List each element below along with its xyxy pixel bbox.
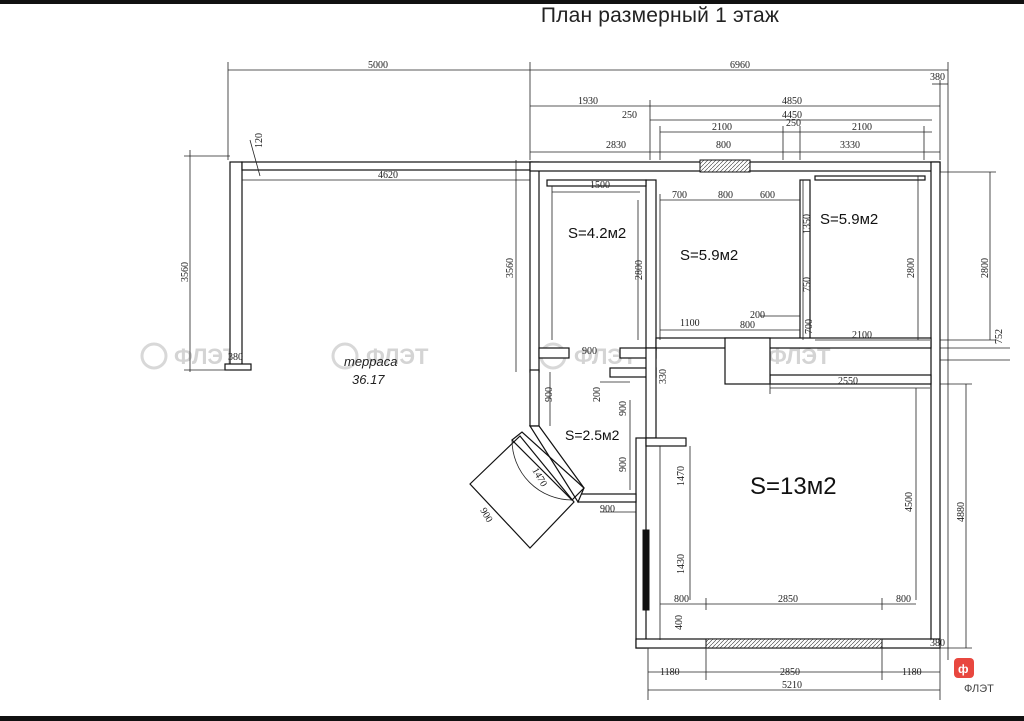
dim-label: 2100 (852, 330, 872, 341)
dim-label: 3330 (840, 140, 860, 151)
dim-label: 6960 (730, 60, 750, 71)
brand-logo-mark: ф (958, 662, 969, 676)
room-area-label: S=5.9м2 (820, 211, 878, 228)
brand-logo-icon (954, 658, 974, 678)
dim-label: 900 (618, 401, 629, 416)
dim-label: 5210 (782, 680, 802, 691)
entrance-porch (469, 435, 575, 549)
room-area-label: S=4.2м2 (568, 225, 626, 242)
window (705, 638, 883, 649)
vestibule-wall (529, 369, 540, 427)
dim-label: 380 (930, 638, 945, 649)
brand-logo-text: ФЛЭТ (964, 683, 994, 695)
partition-wall (655, 337, 932, 349)
terrace-area: 36.17 (352, 372, 385, 387)
dim-label: 400 (674, 615, 685, 630)
window (699, 159, 751, 173)
dim-label: 1100 (680, 318, 700, 329)
dim-label: 2850 (780, 667, 800, 678)
dim-label: 2800 (634, 260, 645, 280)
partition-wall (538, 347, 570, 359)
dim-label: 4500 (904, 492, 915, 512)
watermark-logo-icon (331, 342, 359, 370)
partition-wall (645, 437, 687, 447)
dim-label: 4880 (956, 502, 967, 522)
dim-label: 1500 (590, 180, 610, 191)
dim-label: 330 (658, 369, 669, 384)
dim-label: 800 (740, 320, 755, 331)
dim-label: 800 (896, 594, 911, 605)
room-area-label: S=5.9м2 (680, 247, 738, 264)
dim-label: 2850 (778, 594, 798, 605)
dim-label: 2800 (980, 258, 991, 278)
entrance-angled-wall (511, 431, 585, 501)
dim-label: 800 (716, 140, 731, 151)
windows (642, 159, 883, 649)
dim-label: 752 (994, 329, 1005, 344)
terrace-post-base (224, 363, 252, 371)
room-area-label: S=2.5м2 (565, 427, 620, 443)
dim-label: 5000 (368, 60, 388, 71)
dim-label: 3560 (180, 262, 191, 282)
plan-title: План размерный 1 этаж (540, 4, 780, 27)
room-labels: S=4.2м2 S=5.9м2 S=5.9м2 S=2.5м2 S=13м2 т… (344, 211, 878, 500)
partition-wall (645, 179, 657, 351)
dim-label: 750 (802, 277, 813, 292)
dim-label: 700 (804, 319, 815, 334)
dim-label: 600 (760, 190, 775, 201)
dim-label: 3560 (505, 258, 516, 278)
dim-label: 900 (544, 387, 555, 402)
watermark-logo-icon (140, 342, 168, 370)
watermark-text: ФЛЭТ (366, 344, 429, 369)
dim-label: 4850 (782, 96, 802, 107)
vestibule-wall (577, 493, 637, 503)
dim-label: 200 (750, 310, 765, 321)
dim-label: 380 (228, 352, 243, 363)
room-area-label: S=13м2 (750, 473, 837, 500)
bottom-frame-bar (0, 716, 1024, 721)
dim-label: 4450 (782, 110, 802, 121)
partition-wall (546, 179, 647, 187)
dim-label: 1350 (802, 214, 813, 234)
terrace-post-wall (229, 161, 243, 369)
top-frame-bar (0, 0, 1024, 4)
partition-wall (724, 337, 771, 385)
dim-label: 800 (674, 594, 689, 605)
dim-label: 2550 (838, 376, 858, 387)
partition-wall (814, 175, 926, 181)
dim-label: 2100 (852, 122, 872, 133)
dim-label: 120 (254, 133, 265, 148)
window (642, 529, 650, 611)
dim-label: 900 (618, 457, 629, 472)
dim-label: 2830 (606, 140, 626, 151)
dim-label: 380 (930, 72, 945, 83)
dim-label: 200 (592, 387, 603, 402)
dimension-labels: 5000 6960 380 1930 4850 250 4450 2100 25… (180, 60, 1005, 691)
dim-label: 2800 (906, 258, 917, 278)
dim-label: 800 (718, 190, 733, 201)
dim-label: 250 (622, 110, 637, 121)
dim-label: 4620 (378, 170, 398, 181)
dim-label: 700 (672, 190, 687, 201)
dim-label: 2100 (712, 122, 732, 133)
house-left-wall (529, 161, 540, 373)
house-right-wall (930, 161, 941, 649)
dim-label: 1930 (578, 96, 598, 107)
dim-label: 900 (582, 346, 597, 357)
brand-logo: ф ФЛЭТ (954, 658, 994, 695)
terrace-beam (241, 161, 533, 171)
dim-label: 1180 (660, 667, 680, 678)
dim-label: 900 (600, 504, 615, 515)
dim-label: 250 (786, 118, 801, 129)
dim-label: 1180 (902, 667, 922, 678)
dimension-lines (184, 62, 1010, 700)
terrace-label: терраса (344, 354, 397, 369)
dim-label: 900 (477, 506, 494, 524)
dim-label: 1430 (676, 554, 687, 574)
dim-label: 1470 (676, 466, 687, 486)
partition-wall (645, 347, 657, 439)
